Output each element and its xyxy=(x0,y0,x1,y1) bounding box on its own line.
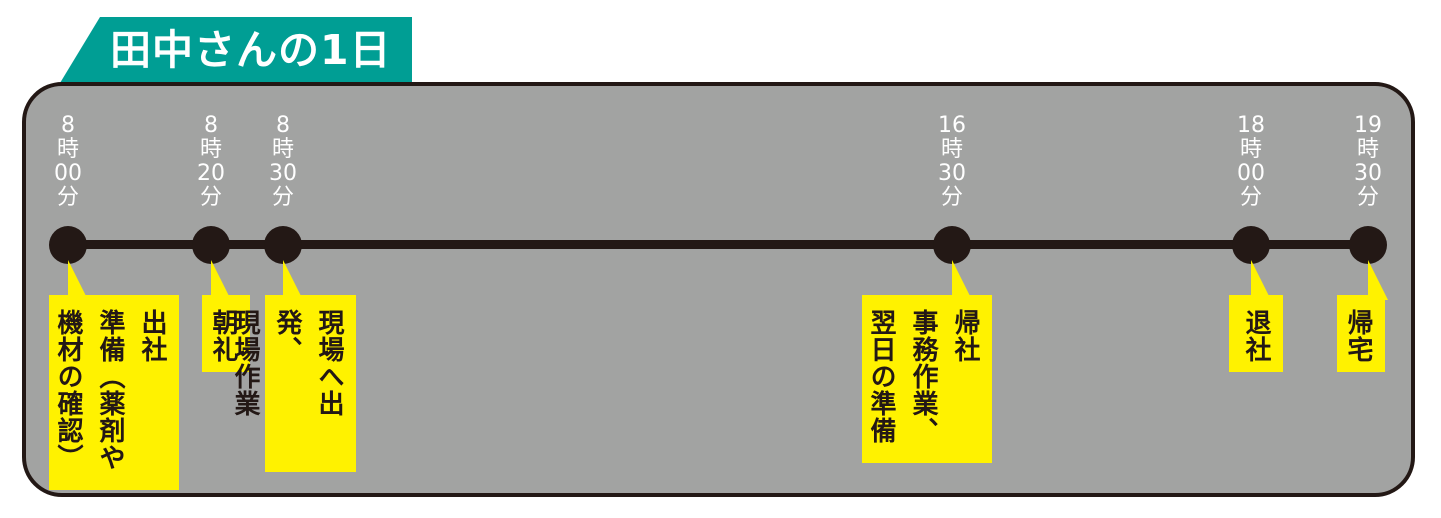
time-hour: 8 xyxy=(276,113,290,138)
time-minute-unit: 分 xyxy=(199,185,222,210)
time-minute: 00 xyxy=(1237,161,1265,186)
time-minute-unit: 分 xyxy=(940,185,963,210)
time-minute: 00 xyxy=(54,161,82,186)
event-text: 帰社 xyxy=(950,309,980,363)
title-tab xyxy=(60,17,412,83)
time-minute-unit: 分 xyxy=(271,185,294,210)
time-minute: 30 xyxy=(938,161,966,186)
time-hour: 19 xyxy=(1354,113,1382,138)
timeline-dot xyxy=(933,226,971,264)
event-text: 退社 xyxy=(1241,309,1271,363)
event-text: 帰宅 xyxy=(1343,309,1373,363)
timeline-dot xyxy=(1232,226,1270,264)
event-text: 事務作業、 xyxy=(908,309,938,444)
timeline-dot xyxy=(192,226,230,264)
time-minute: 30 xyxy=(1354,161,1382,186)
event-callout: 帰宅 xyxy=(1337,295,1385,372)
event-text: 出社 xyxy=(137,309,167,363)
event-text: 機材の確認） xyxy=(53,309,83,471)
time-hour-unit: 時 xyxy=(271,137,294,162)
event-callout: 帰社事務作業、翌日の準備 xyxy=(862,295,992,463)
time-hour-unit: 時 xyxy=(199,137,222,162)
time-minute-unit: 分 xyxy=(1356,185,1379,210)
time-minute-unit: 分 xyxy=(56,185,79,210)
event-text: 朝礼 xyxy=(208,309,238,363)
event-callout: 退社 xyxy=(1229,295,1283,372)
timeline-dot xyxy=(49,226,87,264)
time-minute-unit: 分 xyxy=(1239,185,1262,210)
timeline-dot xyxy=(1349,226,1387,264)
timeline-panel xyxy=(22,82,1415,497)
time-hour: 16 xyxy=(938,113,966,138)
event-callout: 出社準備（薬剤や機材の確認） xyxy=(49,295,179,490)
diagram-title: 田中さんの1日 xyxy=(110,26,392,74)
event-text: 現場へ出発、 xyxy=(272,309,344,417)
time-hour: 18 xyxy=(1237,113,1265,138)
time-hour-unit: 時 xyxy=(1239,137,1262,162)
event-callout: 現場へ出発、現場作業 xyxy=(230,295,356,472)
time-hour: 8 xyxy=(61,113,75,138)
event-text: 準備（薬剤や xyxy=(95,309,125,471)
event-text: 翌日の準備 xyxy=(866,309,896,444)
event-callout: 朝礼 xyxy=(202,295,250,372)
time-minute: 30 xyxy=(269,161,297,186)
time-minute: 20 xyxy=(197,161,225,186)
time-hour-unit: 時 xyxy=(1356,137,1379,162)
time-hour-unit: 時 xyxy=(56,137,79,162)
time-hour-unit: 時 xyxy=(940,137,963,162)
time-hour: 8 xyxy=(204,113,218,138)
timeline-line xyxy=(68,240,1368,249)
event-text: 現場作業 xyxy=(230,309,260,417)
timeline-dot xyxy=(264,226,302,264)
